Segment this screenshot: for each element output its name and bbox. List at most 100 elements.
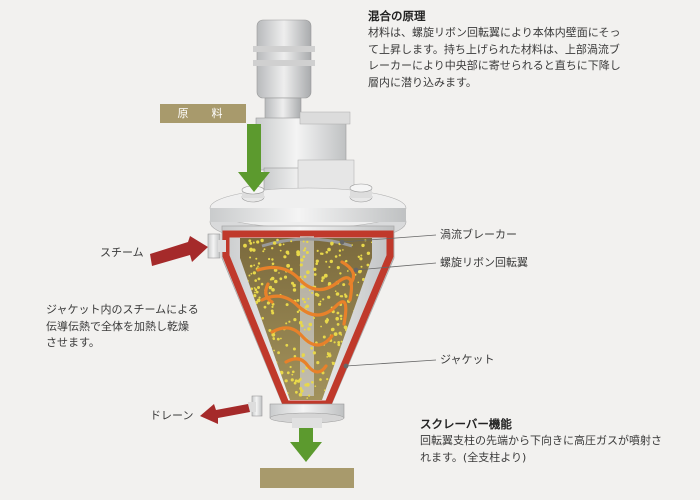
- particle: [356, 294, 359, 297]
- vortex-breaker-label: 渦流ブレーカー: [440, 228, 517, 241]
- particle: [274, 279, 278, 284]
- particle: [296, 299, 300, 302]
- particle: [269, 278, 273, 281]
- particle: [351, 244, 354, 246]
- particle: [338, 331, 342, 335]
- particle: [326, 352, 330, 356]
- particle: [367, 375, 369, 378]
- particle: [292, 283, 296, 288]
- particle: [315, 262, 319, 266]
- particle: [261, 316, 265, 320]
- particle: [313, 267, 317, 271]
- mixing-title: 混合の原理: [368, 9, 426, 23]
- particle: [360, 265, 363, 268]
- particle: [344, 294, 348, 298]
- particle: [361, 355, 366, 360]
- particle: [278, 272, 280, 274]
- particle: [290, 378, 294, 382]
- particle: [342, 249, 344, 251]
- particle: [290, 240, 293, 243]
- particle: [249, 247, 253, 252]
- mixing-line: 材料は、螺旋リボン回転翼により本体内壁面にそっ: [368, 26, 621, 39]
- particle: [338, 249, 342, 252]
- particle: [330, 243, 334, 246]
- particle: [292, 370, 295, 374]
- particle: [369, 374, 372, 378]
- particle: [314, 285, 317, 288]
- particle: [336, 266, 340, 270]
- particle: [254, 291, 256, 294]
- particle: [308, 322, 313, 327]
- particle: [249, 387, 252, 390]
- particle: [366, 386, 370, 390]
- particle: [305, 382, 310, 387]
- drain-port: [248, 395, 263, 417]
- particle: [271, 311, 275, 315]
- scraper-title: スクレーバー機能: [420, 417, 512, 431]
- particle: [240, 331, 244, 335]
- particle: [300, 258, 304, 262]
- particle: [331, 361, 336, 366]
- particle: [285, 303, 289, 307]
- particle: [253, 264, 256, 267]
- mixing-line: 層内に潜り込みます。: [368, 75, 477, 89]
- material-label: 原 料: [160, 104, 246, 123]
- particle: [256, 240, 260, 244]
- particle: [327, 247, 331, 252]
- particle: [252, 350, 257, 354]
- particle: [262, 374, 265, 377]
- particle: [366, 381, 369, 385]
- steam-inlet-arrow: [150, 236, 208, 266]
- particle: [252, 378, 255, 381]
- particle: [259, 385, 263, 389]
- mixing-line: レーカーにより中央部に寄せられると直ちに下降し: [368, 59, 621, 72]
- particle: [298, 392, 303, 397]
- particle: [327, 295, 331, 299]
- particle: [242, 371, 245, 375]
- particle: [341, 386, 344, 388]
- particle: [326, 378, 329, 381]
- particle: [246, 380, 248, 382]
- particle: [302, 255, 306, 258]
- particle: [293, 381, 297, 385]
- particle: [355, 390, 359, 393]
- particle: [240, 362, 244, 365]
- outlet-bar: [260, 468, 354, 488]
- particle: [340, 340, 343, 343]
- particle: [279, 277, 283, 281]
- particle: [342, 283, 346, 287]
- particle: [333, 332, 338, 336]
- particle: [321, 276, 325, 280]
- particle: [254, 288, 258, 292]
- particle: [273, 349, 275, 352]
- particle: [368, 342, 372, 346]
- particle: [361, 243, 365, 248]
- particle: [369, 344, 372, 347]
- particle: [322, 335, 326, 339]
- particle: [365, 366, 370, 370]
- particle: [327, 282, 332, 286]
- particle: [360, 340, 365, 344]
- particle: [245, 345, 248, 348]
- particle: [334, 255, 338, 258]
- particle: [357, 255, 360, 258]
- particle: [337, 341, 341, 344]
- particle: [334, 290, 337, 293]
- steam-port: [207, 233, 226, 259]
- particle: [240, 359, 243, 363]
- particle: [306, 240, 309, 244]
- particle: [294, 379, 298, 383]
- particle: [366, 251, 371, 255]
- particle: [362, 345, 364, 348]
- particle: [249, 256, 252, 259]
- particle: [271, 247, 274, 250]
- particle: [323, 273, 328, 278]
- particle: [240, 365, 244, 369]
- particle: [295, 390, 298, 394]
- scraper-description: 回転翼支柱の先端から下向きに高圧ガスが噴射さ れます。(全支柱より): [420, 433, 690, 466]
- particle: [313, 273, 317, 276]
- particle: [255, 290, 259, 294]
- particle: [286, 371, 290, 375]
- ribbon-blade-label: 螺旋リボン回転翼: [440, 256, 528, 269]
- particle: [315, 259, 319, 263]
